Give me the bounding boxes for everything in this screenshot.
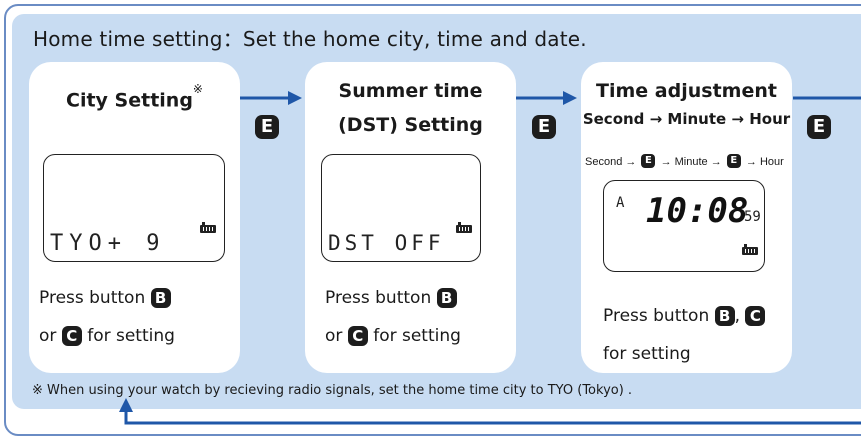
return-arrow — [124, 409, 861, 425]
instruction-line-2: for setting — [603, 344, 691, 364]
instruction-text: for setting — [87, 326, 175, 346]
card-title: City Setting※ — [29, 82, 240, 112]
arrow-1-head — [288, 91, 302, 105]
button-c-icon: C — [61, 326, 82, 346]
dst-title-line-2: (DST) Setting — [338, 114, 483, 136]
instruction-text: for setting — [373, 326, 461, 346]
section-title: Home time setting：Set the home city, tim… — [33, 27, 587, 51]
footnote: ※ When using your watch by recieving rad… — [32, 383, 633, 398]
button-e-icon: E — [807, 115, 831, 139]
sequence-label: Second → Minute → Hour — [582, 110, 791, 128]
instruction-text: Press button — [39, 288, 146, 308]
time-adjustment-title: Time adjustment — [596, 80, 777, 102]
return-arrow-head — [119, 398, 133, 412]
lcd-display: TYO+ 9 — [43, 154, 225, 262]
button-c-icon: C — [347, 326, 368, 346]
instruction-line-2: or C for setting — [39, 326, 175, 346]
sequence-text: Second → — [585, 156, 637, 168]
card-dst-setting: Summer time (DST) Setting DST OFF Press … — [305, 62, 516, 373]
battery-icon — [456, 222, 472, 233]
instruction-line-1: Press button B — [325, 288, 457, 308]
instruction-text: or — [39, 326, 57, 346]
button-e-icon: E — [726, 153, 741, 168]
instruction-line-1: Press button B, C — [603, 306, 766, 326]
instruction-text: Press button — [325, 288, 432, 308]
mode-indicator: A — [616, 195, 625, 211]
arrow-2-head — [563, 91, 577, 105]
lcd-readout: TYO+ 9 — [50, 231, 166, 256]
sequence-text: → Minute → — [660, 156, 722, 168]
sequence-detail: Second → E → Minute → E → Hour — [585, 150, 784, 169]
card-time-adjustment: Time adjustment Second → Minute → Hour S… — [581, 62, 792, 373]
city-setting-title: City Setting — [66, 89, 193, 112]
button-e-icon: E — [532, 115, 556, 139]
button-e-icon: E — [641, 153, 656, 168]
card-city-setting: City Setting※ TYO+ 9 Press button B or C… — [29, 62, 240, 373]
lcd-readout: DST OFF — [328, 231, 445, 255]
instruction-line-1: Press button B — [39, 288, 171, 308]
battery-icon — [742, 244, 758, 255]
instruction-text: Press button — [603, 306, 710, 326]
lcd-display: DST OFF — [321, 154, 481, 262]
button-b-icon: B — [714, 306, 735, 326]
reference-mark: ※ — [192, 82, 203, 96]
instruction-line-2: or C for setting — [325, 326, 461, 346]
time-readout: 10:08 — [646, 191, 749, 231]
seconds-readout: 59 — [744, 209, 761, 225]
button-c-icon: C — [745, 306, 766, 326]
lcd-display: A 10:08 59 — [603, 180, 765, 272]
button-b-icon: B — [150, 288, 171, 308]
dst-title-line-1: Summer time — [338, 80, 483, 102]
battery-icon — [200, 222, 216, 233]
button-b-icon: B — [436, 288, 457, 308]
instruction-text: or — [325, 326, 343, 346]
button-e-icon: E — [255, 115, 279, 139]
comma: , — [734, 306, 741, 326]
sequence-text: → Hour — [745, 156, 784, 168]
